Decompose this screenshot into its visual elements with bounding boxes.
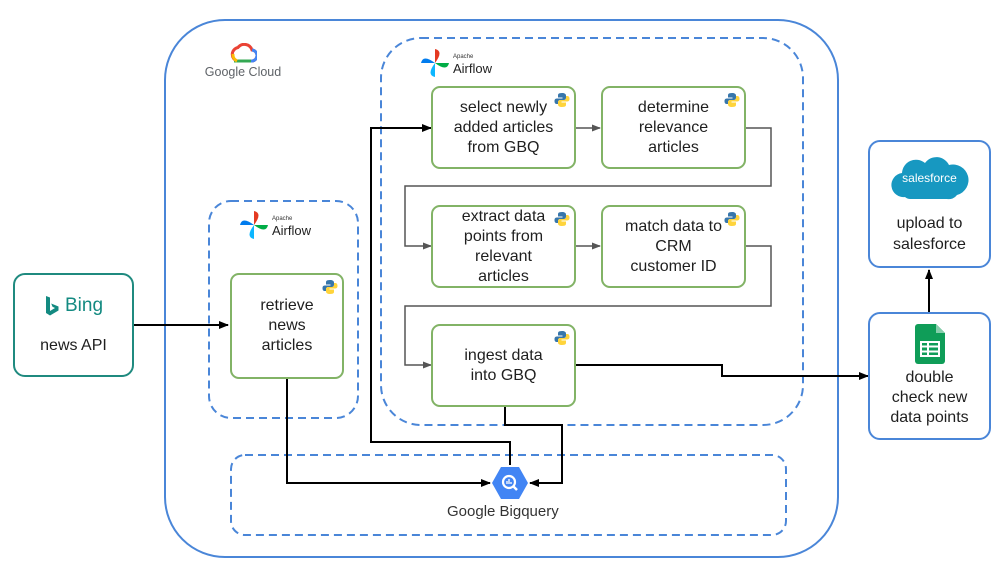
python-icon [724, 212, 740, 226]
sheets-caption: double check new data points [890, 369, 969, 426]
airflow-pinwheel-icon [240, 211, 268, 239]
arrow-ingest-to-sheets [575, 364, 869, 380]
task-label: extract data points from relevant articl… [461, 207, 546, 285]
bing-news-api-box[interactable]: Bing news API [13, 273, 134, 377]
airflow-container-small [208, 200, 359, 419]
airflow-name-text: Airflow [272, 223, 312, 238]
arrow-determine-to-extract [404, 127, 772, 250]
task-label: match data to CRM customer ID [625, 217, 722, 275]
bing-icon [45, 296, 59, 316]
salesforce-caption: upload to salesforce [893, 215, 966, 253]
task-label: ingest data into GBQ [464, 346, 543, 384]
task-select-newly-added-articles[interactable]: select newly added articles from GBQ [431, 86, 576, 169]
airflow-name-text: Airflow [453, 61, 493, 76]
python-icon [724, 93, 740, 107]
task-extract-data-points[interactable]: extract data points from relevant articl… [431, 205, 576, 288]
bing-caption: news API [40, 337, 107, 354]
task-label: determine relevance articles [637, 98, 710, 156]
python-icon [554, 331, 570, 345]
arrow-bigquery-to-select [370, 124, 511, 465]
google-cloud-container [164, 19, 839, 558]
task-label: retrieve news articles [260, 297, 314, 354]
bigquery-label: Google Bigquery [447, 503, 559, 520]
arrow-ingest-to-bigquery [504, 406, 563, 487]
salesforce-upload-box[interactable]: salesforce upload to salesforce [868, 140, 991, 268]
task-determine-relevance-articles[interactable]: determine relevance articles [601, 86, 746, 169]
bigquery-icon [492, 467, 528, 499]
bing-label: Bing [64, 295, 104, 316]
python-icon [554, 212, 570, 226]
python-icon [322, 280, 338, 294]
google-cloud-label: Google Cloud [204, 65, 282, 79]
airflow-container-large [380, 37, 804, 426]
airflow-apache-text: Apache [272, 216, 293, 222]
task-ingest-data-into-gbq[interactable]: ingest data into GBQ [431, 324, 576, 407]
task-retrieve-news-articles[interactable]: retrieve news articles [230, 273, 344, 379]
airflow-logo-small: Apache Airflow [239, 210, 311, 240]
google-cloud-logo: Google Cloud [203, 43, 283, 91]
python-icon [554, 93, 570, 107]
arrow-match-to-ingest [404, 245, 772, 369]
google-sheets-icon [914, 324, 945, 364]
airflow-pinwheel-icon [421, 49, 449, 77]
salesforce-logo-text: salesforce [902, 171, 957, 185]
google-sheets-check-box[interactable]: double check new data points [868, 312, 991, 440]
arrow-retrieve-to-bigquery [286, 378, 491, 487]
task-label: select newly added articles from GBQ [453, 98, 554, 156]
bigquery-container [230, 454, 787, 536]
salesforce-cloud-icon: salesforce [890, 153, 969, 203]
google-cloud-icon [230, 43, 257, 63]
airflow-apache-text: Apache [453, 54, 474, 60]
task-match-data-to-crm[interactable]: match data to CRM customer ID [601, 205, 746, 288]
airflow-logo-large: Apache Airflow [420, 48, 492, 78]
